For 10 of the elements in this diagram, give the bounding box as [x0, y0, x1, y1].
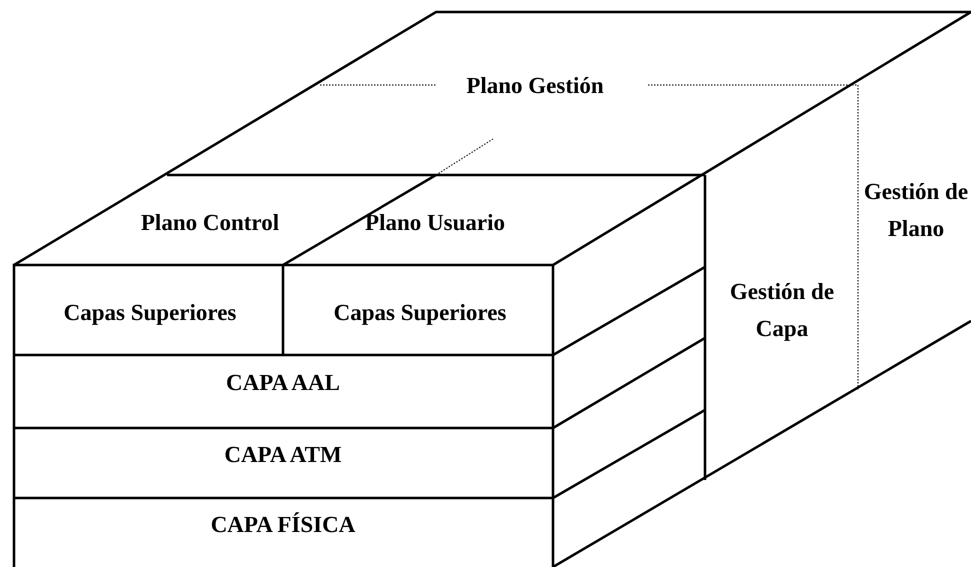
- management-label: Gestión de Plano: [862, 178, 970, 243]
- layer-label: Capas Superiores: [334, 298, 506, 327]
- layer-label: CAPA FÍSICA: [210, 510, 356, 538]
- layer-label: Capas Superiores: [64, 298, 236, 327]
- management-label: Gestión de Capa: [728, 278, 836, 343]
- layer-label: CAPA ATM: [224, 440, 342, 468]
- layer-label: CAPA AAL: [226, 368, 340, 396]
- plane-label: Plano Control: [140, 208, 280, 236]
- plane-label: Plano Usuario: [365, 208, 505, 236]
- plane-label: Plano Gestión: [466, 72, 604, 100]
